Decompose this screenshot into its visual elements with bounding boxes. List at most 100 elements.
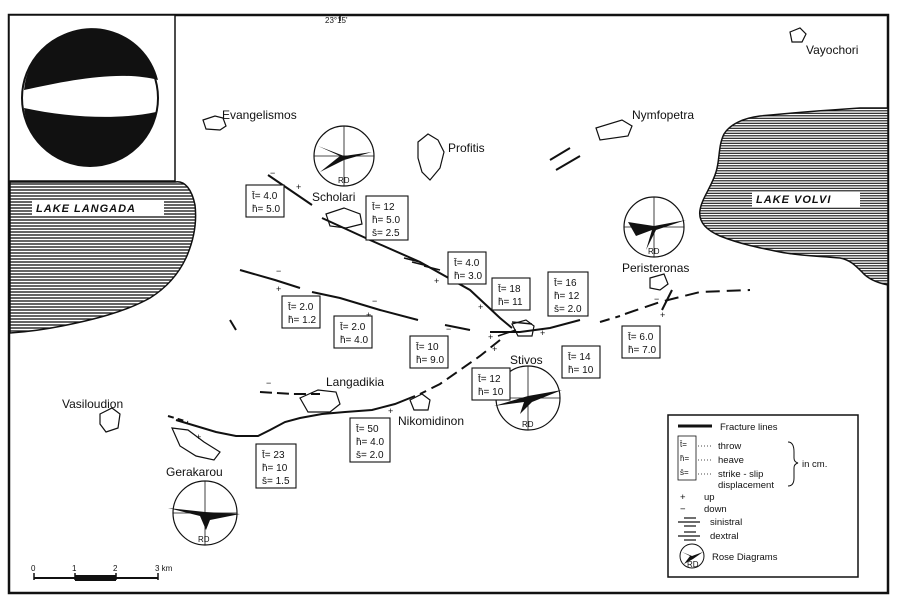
svg-text:s̄= 1.5: s̄= 1.5 [262,476,290,487]
svg-text:−: − [266,378,271,388]
label-vayochori: Vayochori [806,43,858,57]
svg-text:s̄= 2.0: s̄= 2.0 [554,304,582,315]
legend: Fracture lines t̄= h̄= s̄= throw heave s… [667,414,859,578]
label-scholari: Scholari [312,190,355,204]
svg-text:−: − [270,168,275,178]
svg-text:h̄= 10: h̄= 10 [568,365,594,376]
svg-text:s̄=: s̄= [680,468,689,477]
label-nikomidinon: Nikomidinon [398,414,464,428]
svg-text:t̄= 18: t̄= 18 [497,283,521,295]
svg-text:−: − [654,294,659,304]
svg-text:t̄= 16: t̄= 16 [553,277,577,289]
svg-text:h̄= 5.0: h̄= 5.0 [252,204,281,215]
rose-diagram-stivos: RD [494,365,562,431]
svg-text:sinistral: sinistral [710,517,742,528]
svg-text:h̄= 11: h̄= 11 [498,297,523,308]
label-langadikia: Langadikia [326,375,384,389]
svg-text:−: − [446,324,451,334]
svg-text:h̄=: h̄= [680,454,689,463]
svg-text:h̄= 10: h̄= 10 [478,387,504,398]
svg-text:h̄= 3.0: h̄= 3.0 [454,271,483,282]
svg-text:up: up [704,492,715,503]
coordinate-label: 23°15' [325,16,348,25]
svg-text:t̄= 23: t̄= 23 [261,449,285,461]
svg-text:down: down [704,504,727,515]
svg-text:in cm.: in cm. [802,459,827,470]
svg-text:+: + [478,302,483,312]
svg-text:1: 1 [72,564,77,573]
svg-text:h̄= 12: h̄= 12 [554,291,580,302]
lake-langada [9,181,197,334]
lake-volvi-label: LAKE VOLVI [756,194,831,206]
place-labels: Evangelismos Profitis Nymfopetra Vayocho… [62,43,858,479]
svg-text:h̄= 4.0: h̄= 4.0 [340,335,369,346]
svg-text:3 km: 3 km [155,564,173,573]
svg-text:RD: RD [338,176,350,185]
svg-text:h̄= 1.2: h̄= 1.2 [288,315,317,326]
svg-text:RD: RD [648,247,660,256]
svg-text:−: − [372,296,377,306]
svg-text:h̄= 9.0: h̄= 9.0 [416,355,445,366]
label-vasiloudion: Vasiloudion [62,397,123,411]
svg-text:0: 0 [31,564,36,573]
svg-text:h̄= 5.0: h̄= 5.0 [372,215,401,226]
svg-text:+: + [196,432,201,442]
focal-mechanism-inset [8,14,176,182]
svg-text:heave: heave [718,455,744,466]
scale-bar: 0 1 2 3 km [31,564,173,581]
svg-text:+: + [388,406,393,416]
svg-text:2: 2 [113,564,118,573]
svg-text:+: + [680,492,686,503]
svg-text:h̄= 10: h̄= 10 [262,463,288,474]
svg-text:h̄= 7.0: h̄= 7.0 [628,345,657,356]
svg-text:displacement: displacement [718,480,774,491]
svg-text:+: + [296,182,301,192]
svg-text:+: + [488,332,493,342]
svg-text:dextral: dextral [710,531,739,542]
svg-text:−: − [680,504,686,515]
svg-text:t̄= 10: t̄= 10 [415,341,439,353]
rose-diagram-peristeronas: RD [623,196,686,258]
svg-text:t̄= 4.0: t̄= 4.0 [453,257,479,269]
label-peristeronas: Peristeronas [622,261,689,275]
svg-text:h̄= 4.0: h̄= 4.0 [356,437,385,448]
svg-text:t̄= 2.0: t̄= 2.0 [287,301,313,313]
svg-text:+: + [660,310,665,320]
svg-text:+: + [540,328,545,338]
measurement-texts: t̄= 4.0 h̄= 5.0 t̄= 12 h̄= 5.0 s̄= 2.5 t… [251,190,656,487]
svg-text:t̄= 6.0: t̄= 6.0 [627,331,653,343]
svg-text:+: + [366,310,371,320]
svg-text:throw: throw [718,441,741,452]
label-gerakarou: Gerakarou [166,465,223,479]
svg-text:t̄= 4.0: t̄= 4.0 [251,190,277,202]
svg-text:s̄= 2.5: s̄= 2.5 [372,228,400,239]
svg-text:Fracture lines: Fracture lines [720,422,778,433]
svg-text:t̄= 14: t̄= 14 [567,351,591,363]
rose-diagram-gerakarou: RD [168,480,240,546]
svg-text:s̄= 2.0: s̄= 2.0 [356,450,384,461]
svg-text:RD: RD [522,420,534,429]
measurement-boxes [245,184,661,489]
svg-text:+: + [492,344,497,354]
svg-text:t̄= 50: t̄= 50 [355,423,379,435]
svg-text:t̄= 12: t̄= 12 [371,201,395,213]
displacement-symbols: + − + − + − + + + + + + − + + − − [196,168,665,442]
label-profitis: Profitis [448,141,485,155]
svg-text:RD: RD [198,535,210,544]
svg-text:−: − [276,266,281,276]
label-nymfopetra: Nymfopetra [632,108,694,122]
svg-text:t̄=: t̄= [679,440,687,449]
svg-text:+: + [434,276,439,286]
svg-text:t̄= 12: t̄= 12 [477,373,501,385]
svg-text:+: + [276,284,281,294]
svg-text:RD: RD [687,560,699,569]
fracture-lines [167,147,751,437]
label-stivos: Stivos [510,353,543,367]
svg-text:strike - slip: strike - slip [718,469,763,480]
lake-langada-label: LAKE LANGADA [36,203,136,215]
svg-text:Rose Diagrams: Rose Diagrams [712,552,778,563]
label-evangelismos: Evangelismos [222,108,297,122]
rose-diagram-scholari: RD [313,125,375,187]
svg-text:t̄= 2.0: t̄= 2.0 [339,321,365,333]
